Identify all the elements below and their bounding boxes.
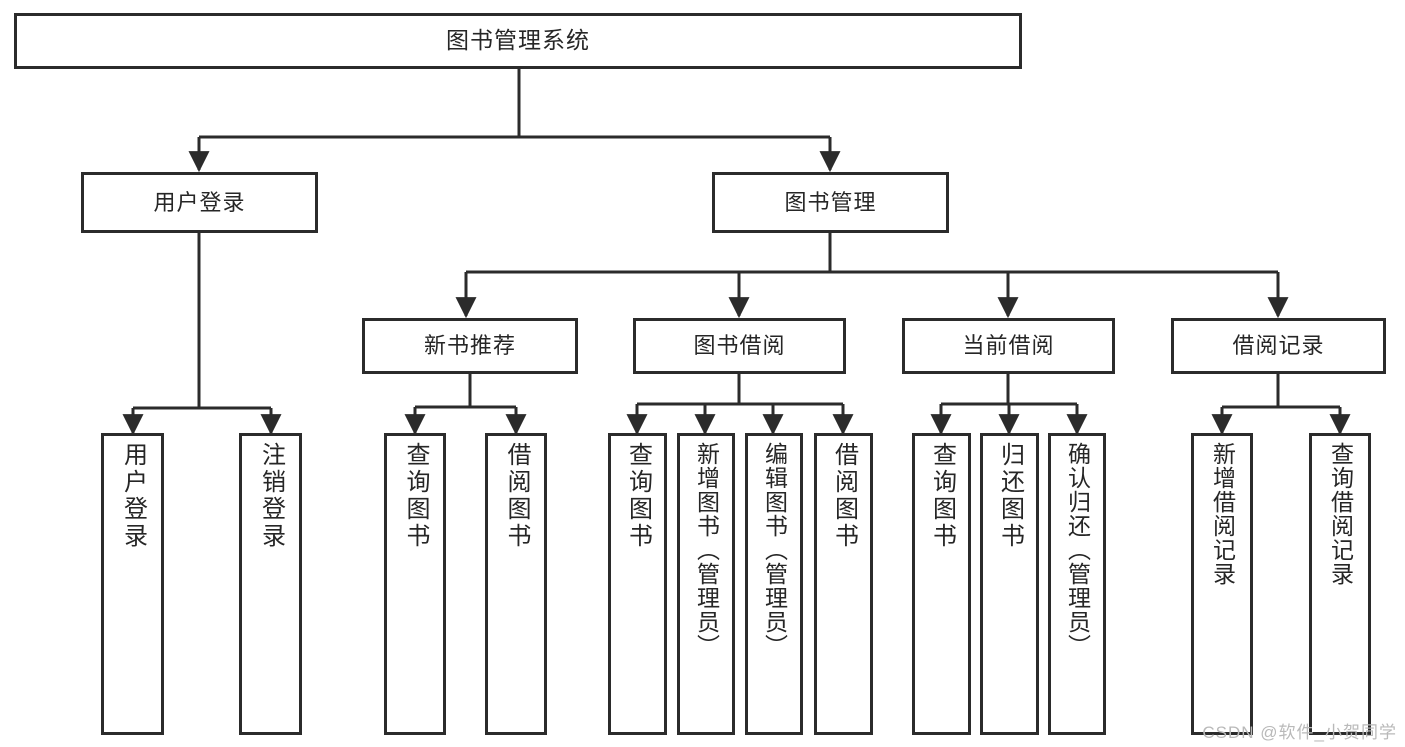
leaf-add-book-admin[interactable]: 新增图书（管理员）: [677, 433, 735, 735]
node-label: 确认归还（管理员）: [1064, 442, 1091, 658]
node-user-login[interactable]: 用户登录: [81, 172, 318, 233]
node-label: 查询图书: [928, 442, 956, 550]
leaf-edit-book-admin[interactable]: 编辑图书（管理员）: [745, 433, 803, 735]
node-label: 图书借阅: [693, 333, 786, 359]
node-label: 新书推荐: [423, 333, 516, 359]
node-new-book-recommend[interactable]: 新书推荐: [362, 318, 578, 374]
node-current-borrow[interactable]: 当前借阅: [902, 318, 1115, 374]
node-label: 借阅图书: [830, 442, 858, 550]
node-label: 新增借阅记录: [1209, 442, 1236, 586]
node-label: 编辑图书（管理员）: [761, 442, 788, 658]
node-label: 用户登录: [119, 442, 147, 550]
node-label: 查询图书: [402, 442, 429, 550]
leaf-query-borrow-record[interactable]: 查询借阅记录: [1309, 433, 1371, 735]
leaf-borrow-book-recommend[interactable]: 借阅图书: [485, 433, 547, 735]
node-borrow-record[interactable]: 借阅记录: [1171, 318, 1386, 374]
leaf-query-book-borrow[interactable]: 查询图书: [608, 433, 667, 735]
leaf-return-book[interactable]: 归还图书: [980, 433, 1039, 735]
leaf-add-borrow-record[interactable]: 新增借阅记录: [1191, 433, 1253, 735]
node-root-system[interactable]: 图书管理系统: [14, 13, 1022, 69]
leaf-query-book-current[interactable]: 查询图书: [912, 433, 971, 735]
node-label: 归还图书: [996, 442, 1024, 550]
node-label: 图书管理: [784, 189, 877, 215]
node-label: 查询图书: [624, 442, 652, 550]
node-label: 借阅记录: [1232, 333, 1325, 359]
leaf-query-book-recommend[interactable]: 查询图书: [384, 433, 446, 735]
leaf-confirm-return-admin[interactable]: 确认归还（管理员）: [1048, 433, 1106, 735]
node-label: 当前借阅: [962, 333, 1055, 359]
leaf-borrow-book[interactable]: 借阅图书: [814, 433, 873, 735]
node-label: 新增图书（管理员）: [693, 442, 720, 658]
watermark-text: CSDN @软件_小贺同学: [1202, 723, 1397, 742]
node-book-borrow[interactable]: 图书借阅: [633, 318, 846, 374]
node-label: 查询借阅记录: [1327, 442, 1354, 586]
leaf-user-login[interactable]: 用户登录: [101, 433, 164, 735]
node-label: 借阅图书: [503, 442, 530, 550]
leaf-logout[interactable]: 注销登录: [239, 433, 302, 735]
node-label: 用户登录: [153, 189, 246, 215]
node-label: 图书管理系统: [446, 27, 590, 54]
node-book-management[interactable]: 图书管理: [712, 172, 949, 233]
node-label: 注销登录: [257, 442, 285, 550]
